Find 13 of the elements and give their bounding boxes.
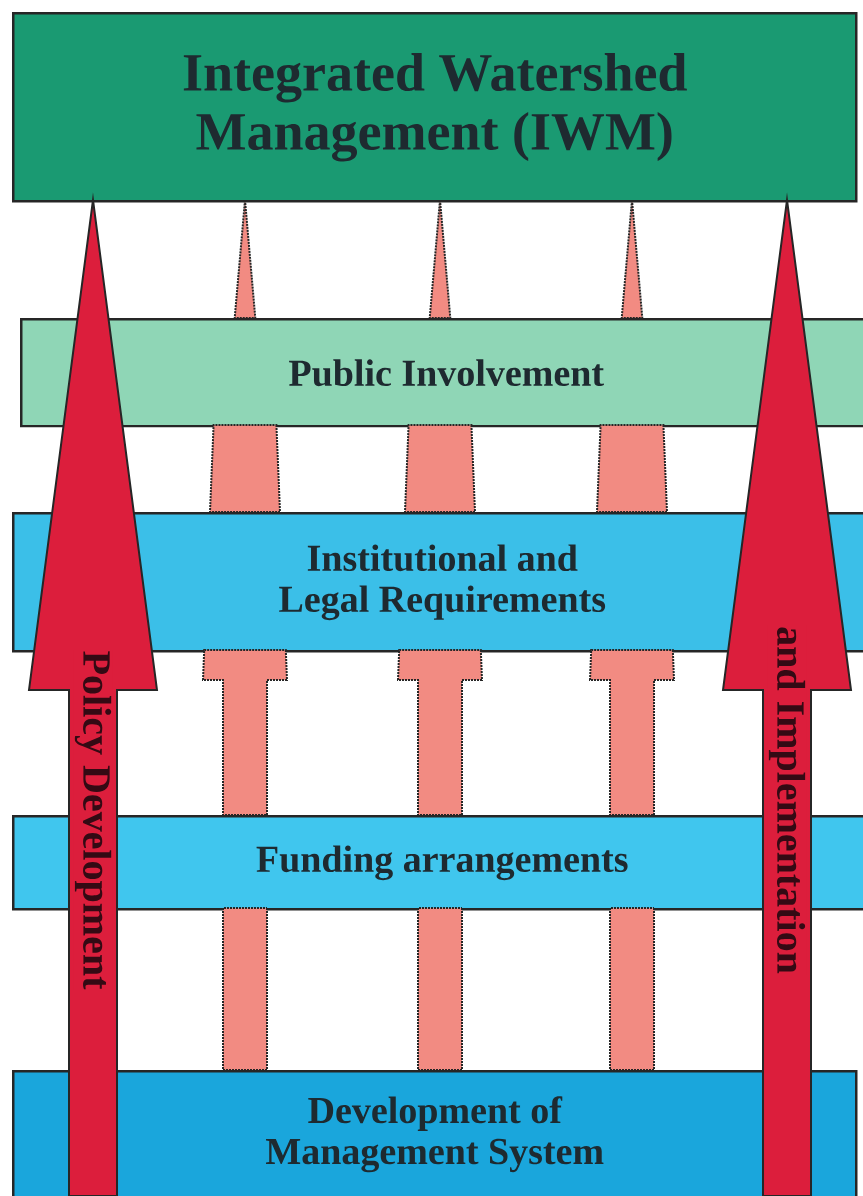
arrow bbox=[588, 649, 676, 816]
arrow bbox=[233, 199, 257, 319]
arrow bbox=[428, 199, 452, 319]
arrow bbox=[208, 424, 282, 513]
arrow bbox=[201, 649, 289, 816]
arrow bbox=[595, 424, 669, 513]
arrow bbox=[396, 649, 484, 816]
arrow bbox=[403, 424, 477, 513]
arrow bbox=[417, 907, 463, 1071]
arrow bbox=[620, 199, 644, 319]
title-band: Integrated Watershed Management (IWM) bbox=[12, 12, 858, 203]
arrow bbox=[222, 907, 268, 1071]
arrow bbox=[609, 907, 655, 1071]
